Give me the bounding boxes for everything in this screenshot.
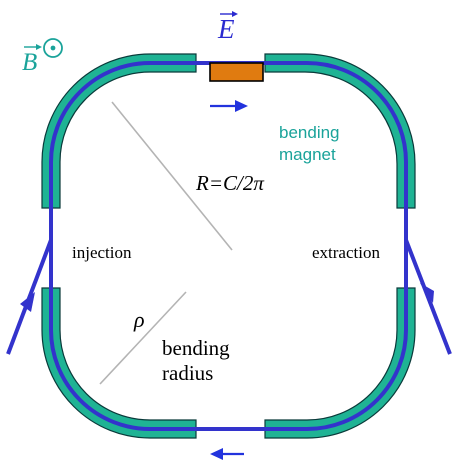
electric-field-symbol: E [217,14,235,44]
magnetic-field-symbol: B [22,49,37,76]
ring-radius-formula: R=C/2π [195,171,264,195]
electric-field-label: E [217,11,238,44]
vector-arrowhead-icon [232,11,238,17]
injection-label: injection [72,243,132,262]
vector-arrowhead-icon [36,44,42,50]
out-of-page-icon [43,38,63,58]
extraction-label: extraction [312,243,380,262]
bending-magnet-top-left [41,53,197,209]
beam-orbit [49,61,408,431]
arrow-down-right-icon [420,283,434,303]
ring-radius-line [111,101,233,251]
bending-magnet-label-line1: bending [279,123,340,142]
bending-radius-label-line2: radius [162,361,213,385]
bending-magnet-bottom-right [264,287,416,439]
bending-radius-line [99,291,187,385]
bending-radius-label-line1: bending [162,336,230,360]
arrow-left-icon [210,448,244,460]
bending-radius-symbol: ρ [133,307,145,332]
magnetic-field-label: B [22,38,63,76]
arrow-right-icon [210,100,248,112]
out-of-page-dot-icon [50,45,56,51]
bending-magnet-label-line2: magnet [279,145,336,164]
extraction-beam-line [404,239,452,355]
rf-cavity-icon [209,62,264,82]
arrow-up-right-icon [20,292,35,312]
